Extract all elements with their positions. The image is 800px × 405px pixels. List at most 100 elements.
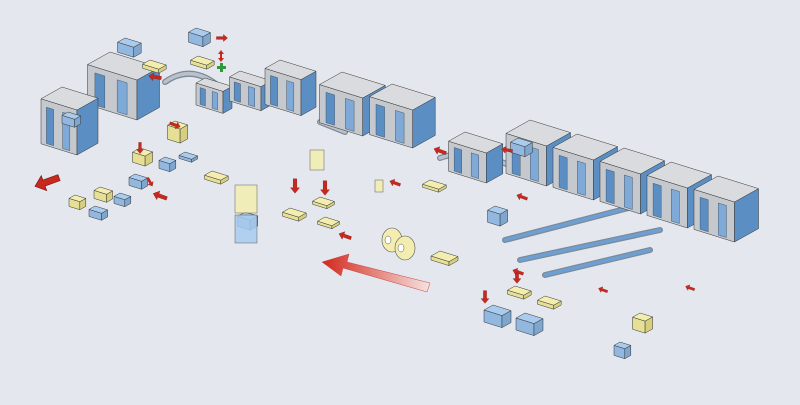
red-flow-arrow bbox=[685, 284, 696, 291]
tray-blue-top bbox=[178, 151, 199, 160]
product-panel-0 bbox=[234, 184, 258, 214]
tray bbox=[421, 179, 447, 193]
robot-cell-2-window bbox=[395, 110, 405, 144]
film-roll-core bbox=[397, 243, 405, 253]
robot-cell-1-door bbox=[325, 92, 335, 126]
transfer-station-top bbox=[447, 131, 504, 154]
robot-cell-1-window bbox=[345, 98, 355, 132]
robot-cell-6-window bbox=[671, 188, 680, 224]
carton-blue bbox=[61, 111, 82, 128]
robot-cell-7-door bbox=[699, 197, 709, 233]
carton-yellow-top bbox=[93, 186, 114, 195]
robot-cell-6-top bbox=[646, 161, 713, 189]
items-layer bbox=[34, 27, 696, 360]
red-flow-arrow bbox=[169, 121, 181, 130]
robot-cell-left bbox=[86, 51, 161, 121]
red-flow-arrow-shape bbox=[433, 146, 447, 155]
carton-blue-top bbox=[61, 111, 82, 120]
transfer-station-window bbox=[471, 152, 479, 179]
tray bbox=[506, 285, 532, 300]
tray bbox=[281, 207, 307, 222]
product-panel-1 bbox=[234, 214, 258, 244]
carton-blue-top bbox=[116, 37, 142, 48]
robot-cell-4-top bbox=[552, 133, 619, 161]
carton-yellow bbox=[93, 186, 114, 203]
robot-cell-4-window bbox=[577, 160, 586, 196]
carton-blue-top bbox=[187, 27, 212, 37]
carton-blue bbox=[187, 27, 212, 48]
conveyor-belt-4 bbox=[518, 228, 662, 262]
carton-blue bbox=[116, 37, 142, 58]
swap-arrow-icon bbox=[218, 50, 224, 62]
red-flow-arrow-shape bbox=[169, 121, 181, 130]
robot-cell-4-door bbox=[558, 155, 568, 191]
tray bbox=[536, 295, 562, 310]
tray bbox=[203, 170, 229, 185]
labeling-machine-door bbox=[270, 75, 278, 107]
robot-cell-7 bbox=[693, 175, 760, 243]
tray bbox=[141, 59, 167, 74]
red-flow-arrow-shape bbox=[320, 180, 330, 196]
carton-blue bbox=[88, 205, 109, 221]
carton-blue bbox=[158, 156, 177, 173]
carton-blank bbox=[613, 341, 632, 360]
weigh-station-window bbox=[211, 91, 218, 111]
red-flow-arrow bbox=[598, 286, 609, 293]
conveyor-belt-3 bbox=[503, 203, 642, 242]
red-flow-arrow-shape bbox=[146, 177, 154, 187]
tray-upright-top bbox=[631, 312, 654, 322]
robot-cell-3-window bbox=[530, 146, 539, 182]
carton-blue-top bbox=[128, 173, 149, 182]
red-flow-arrow-shape bbox=[389, 178, 401, 187]
red-flow-arrow bbox=[34, 174, 61, 192]
machines-layer bbox=[40, 51, 760, 243]
labeling-machine-window bbox=[286, 80, 294, 112]
tray-top bbox=[430, 250, 459, 262]
red-flow-arrow-shape bbox=[152, 190, 168, 201]
robot-cell-2-top bbox=[368, 83, 436, 111]
red-flow-arrow-shape bbox=[136, 142, 144, 154]
red-flow-arrow bbox=[320, 180, 330, 196]
red-flow-arrow-shape bbox=[338, 231, 352, 240]
weigh-station-door bbox=[199, 87, 206, 107]
transfer-station bbox=[447, 131, 504, 184]
carton-blue bbox=[128, 173, 149, 190]
red-flow-arrow-shape bbox=[598, 286, 609, 293]
red-flow-arrow bbox=[516, 192, 528, 201]
red-flow-arrow-shape bbox=[34, 174, 61, 192]
robot-cell-5-top bbox=[599, 147, 666, 175]
carton-blue-top bbox=[113, 192, 132, 200]
tray-upright bbox=[631, 312, 654, 334]
red-flow-arrow bbox=[389, 178, 401, 187]
labeling-machine bbox=[264, 59, 317, 117]
red-flow-arrow-shape bbox=[148, 72, 162, 82]
tray-blue bbox=[178, 151, 199, 163]
robot-cell-left-window bbox=[116, 79, 128, 116]
tray bbox=[311, 196, 336, 210]
red-flow-arrow bbox=[433, 146, 447, 155]
tray-top bbox=[316, 216, 341, 226]
carton-blue bbox=[113, 192, 132, 208]
check-station-door bbox=[233, 81, 241, 103]
robot-cell-5-door bbox=[605, 169, 615, 205]
tray-top bbox=[189, 55, 215, 66]
red-flow-arrow-shape bbox=[216, 34, 228, 42]
red-flow-arrow bbox=[152, 190, 168, 201]
product-panel-2 bbox=[309, 149, 325, 171]
carton-blue-open bbox=[483, 304, 512, 329]
robot-cell-1-top bbox=[318, 71, 386, 99]
robot-cell-7-top bbox=[693, 175, 760, 203]
carton-blue-top bbox=[88, 205, 109, 214]
carton-blue bbox=[509, 137, 534, 158]
red-flow-arrow-shape bbox=[516, 192, 528, 201]
tray-top bbox=[141, 59, 167, 70]
carton-blue-open-top bbox=[483, 304, 512, 316]
weigh-station-top bbox=[195, 77, 233, 92]
weigh-station bbox=[195, 77, 233, 114]
red-flow-arrow bbox=[146, 177, 154, 187]
red-flow-arrow bbox=[512, 267, 524, 276]
red-flow-arrow-shape bbox=[501, 146, 513, 154]
tray-top bbox=[536, 295, 562, 306]
check-station-top bbox=[228, 70, 273, 87]
